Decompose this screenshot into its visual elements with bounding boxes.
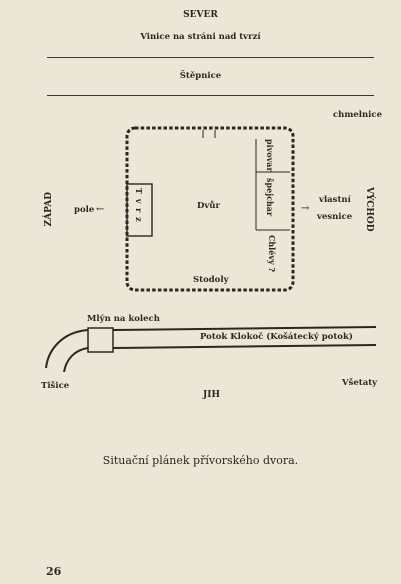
label-vlastni: vlastní [319,195,351,205]
label-chlevy: Chlévy ? [267,235,277,273]
tvrz-box [126,183,153,237]
label-vinice: Vinice na stráni nad tvrzí [140,32,261,42]
mill-box [87,327,114,353]
label-pole: pole [74,205,95,215]
compass-south: JIH [203,390,220,400]
label-vesnice: vesnice [317,212,353,222]
stream-bank [45,329,89,369]
courtyard-wall [125,126,295,292]
label-pivovar: pivovar [265,139,275,172]
label-dvur: Dvůr [197,201,220,211]
label-spejchar: špejchar [265,178,275,217]
label-stodoly: Stodoly [193,275,229,285]
divider-middle [47,95,374,96]
arrow-east-icon: → [301,203,310,214]
compass-north: SEVER [183,10,218,20]
divider-top [47,57,374,58]
page-number: 26 [46,565,62,578]
stream-bank [63,347,89,373]
arrow-west-icon: ← [96,204,105,215]
label-tisice: Tišice [41,381,70,391]
label-chmelnice: chmelnice [333,110,382,120]
label-potok: Potok Klokoč (Košátecký potok) [200,332,353,342]
label-tvrz: T v r z [134,188,144,223]
label-vsetaty: Všetaty [342,378,378,388]
stream-bank [112,344,377,349]
compass-east: VÝCHOD [364,187,374,232]
label-stepnice: Štěpnice [179,71,222,81]
label-mlyn: Mlýn na kolech [87,314,160,324]
compass-west: ZÁPAD [44,192,54,227]
stream-bank [112,326,377,331]
figure-caption: Situační plánek přívorského dvora. [102,454,299,467]
